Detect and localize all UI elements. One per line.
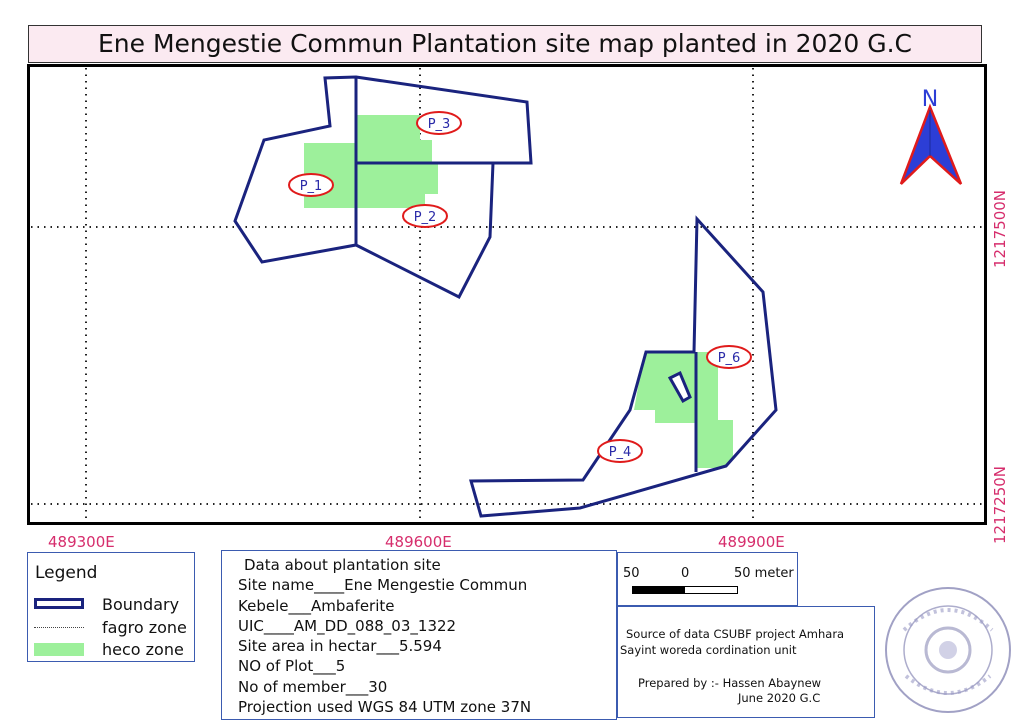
svg-text:P_6: P_6 [718,351,741,366]
heco-zone-south [634,352,733,468]
prepared-by: Prepared by :- Hassen Abaynew [638,676,822,690]
plot-label-p3: P_3 [416,111,462,135]
scale-label-left: 50 [623,566,640,581]
official-stamp-icon [885,587,1011,713]
boundary-line-symbol-icon [34,598,84,609]
plot-label-p4: P_4 [597,439,643,463]
south-parcel-boundary [469,215,778,518]
svg-text:P_1: P_1 [300,179,323,194]
map-frame [27,64,987,525]
scale-label-right: 50 meter [734,566,794,581]
prepared-date: June 2020 G.C [738,691,821,705]
info-no-of-plot: NO of Plot___5 [238,657,346,675]
south-parcel-inner-gap [667,370,692,404]
legend-title: Legend [35,563,98,583]
easting-label-489300e: 489300E [48,533,115,551]
green-fill-symbol-icon [34,643,84,656]
scale-label-zero: 0 [681,566,690,581]
info-kebele: Kebele___Ambaferite [238,597,395,615]
source-box: Source of data CSUBF project Amhara Sayi… [617,606,875,718]
easting-label-489600e: 489600E [385,533,452,551]
scale-bar: 50 0 50 meter [617,552,798,606]
heco-zone [304,115,733,468]
plot-label-p1: P_1 [288,173,334,197]
plot-label-p2: P_2 [402,204,448,228]
scale-bar-graphic [632,586,738,594]
easting-label-489900e: 489900E [718,533,785,551]
north-arrow: N [899,87,963,185]
graticule [31,68,982,521]
plot-label-p6: P_6 [706,345,752,369]
map-title: Ene Mengestie Commun Plantation site map… [28,25,982,63]
legend: Legend Boundary fagro zone heco zone [27,552,195,662]
source-line-2: Sayint woreda cordination unit [620,643,797,657]
svg-text:P_2: P_2 [414,210,437,225]
plantation-info-box: Data about plantation site Site name____… [221,550,617,720]
info-no-of-member: No of member___30 [238,678,388,696]
svg-text:P_4: P_4 [609,445,632,460]
dotted-line-symbol-icon [34,627,84,628]
info-site-area: Site area in hectar___5.594 [238,637,442,655]
info-projection: Projection used WGS 84 UTM zone 37N [238,698,532,716]
info-uic: UIC____AM_DD_088_03_1322 [238,617,457,635]
info-heading: Data about plantation site [244,556,441,574]
plot-boundaries [233,75,778,518]
north-arrow-label: N [922,87,938,112]
info-site-name: Site name____Ene Mengestie Commun [238,576,528,594]
northing-label-1217500n: 1217500N [991,189,1009,268]
svg-text:P_3: P_3 [428,117,451,132]
north-arrow-icon [899,103,963,185]
source-line-1: Source of data CSUBF project Amhara [626,627,845,641]
northing-label-1217250n: 1217250N [991,465,1009,544]
plot-labels: P_1 P_2 P_3 P_4 P_6 [288,111,752,463]
